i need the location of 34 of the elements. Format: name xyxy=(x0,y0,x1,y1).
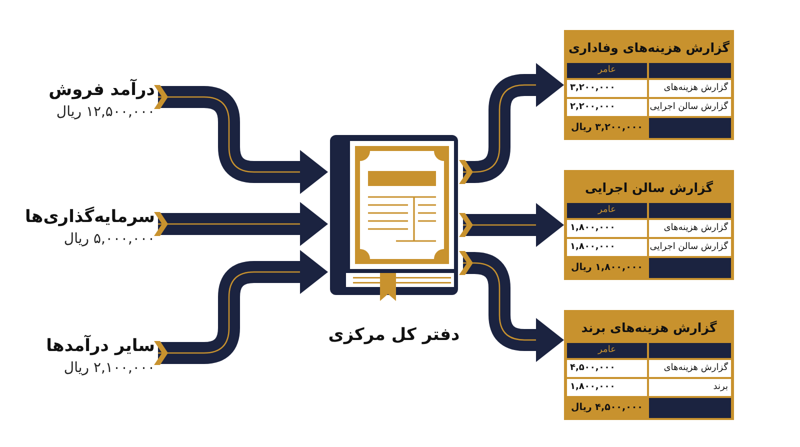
arrow xyxy=(459,251,564,362)
arrow xyxy=(154,85,328,194)
table-cell: عامر xyxy=(567,203,647,218)
report-table xyxy=(564,170,734,280)
table-cell: عامر xyxy=(567,343,647,358)
source-title: سرمایه‌گذاری‌ها xyxy=(24,207,155,227)
table-cell: عامر xyxy=(567,63,647,78)
table-cell: ۴,۵۰۰,۰۰۰ xyxy=(567,360,647,377)
arrow xyxy=(154,202,328,246)
table-cell: ۱,۸۰۰,۰۰۰ xyxy=(567,239,647,256)
amount-text: ۲,۱۰۰,۰۰۰ ریال xyxy=(62,360,155,376)
table-cell: گزارش سالن اجرایی xyxy=(649,239,731,256)
arrow xyxy=(459,203,564,247)
table-cell: گزارش هزینه‌های xyxy=(649,220,731,237)
arrow xyxy=(459,63,564,184)
table-title: گزارش هزینه‌های وفاداری xyxy=(567,39,731,57)
table-cell: ۱,۸۰۰,۰۰۰ xyxy=(567,379,647,396)
table-cell: ۲,۲۰۰,۰۰۰ xyxy=(567,99,647,116)
table-title: گزارش سالن اجرایی xyxy=(584,179,714,197)
table-cell: ۱,۸۰۰,۰۰۰ xyxy=(567,220,647,237)
report-table xyxy=(564,30,734,140)
table-cell: برند xyxy=(649,379,731,396)
table-cell: گزارش هزینه‌های xyxy=(649,80,731,97)
amount-text: ۱۲,۵۰۰,۰۰۰ ریال xyxy=(55,104,155,120)
table-cell: گزارش سالن اجرایی xyxy=(649,99,731,116)
table-title: گزارش هزینه‌های برند xyxy=(580,319,718,337)
source-title: درآمد فروش xyxy=(48,80,155,100)
table-cell: ۳,۲۰۰,۰۰۰ xyxy=(567,80,647,97)
amount-text: ۵,۰۰۰,۰۰۰ ریال xyxy=(62,231,155,247)
table-cell: گزارش هزینه‌های xyxy=(649,360,731,377)
source-title: سایر درآمدها xyxy=(45,336,155,356)
arrow xyxy=(154,250,328,365)
report-table xyxy=(564,310,734,420)
book-label: دفتر کل مرکزی xyxy=(327,325,461,345)
